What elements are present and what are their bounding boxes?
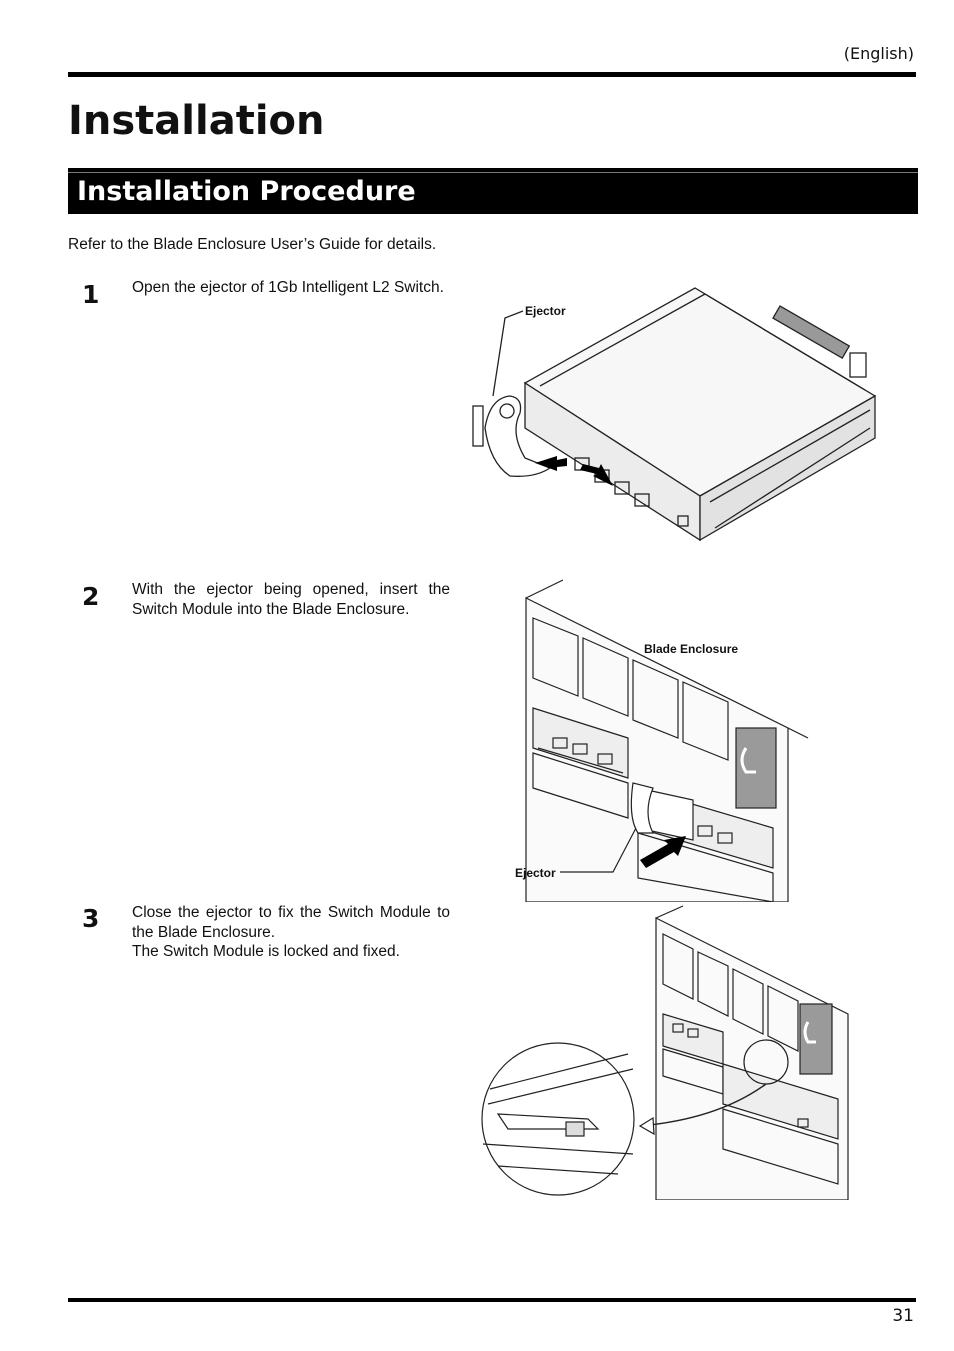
step-2-line: With the ejector being opened, insert th… bbox=[132, 581, 450, 618]
figure-ejector-closed bbox=[468, 904, 856, 1200]
section-header-line bbox=[68, 172, 918, 173]
step-1-number: 1 bbox=[82, 280, 100, 309]
switch-module-drawing bbox=[472, 287, 877, 542]
step-3-number: 3 bbox=[82, 904, 100, 933]
step-2-number: 2 bbox=[82, 582, 100, 611]
section-title: Installation Procedure bbox=[77, 176, 416, 207]
ejector-closed-drawing bbox=[481, 905, 849, 1200]
callout-blade-enclosure: Blade Enclosure bbox=[644, 642, 739, 656]
step-3-text: Close the ejector to fix the Switch Modu… bbox=[132, 903, 450, 962]
step-3-line-1: Close the ejector to fix the Switch Modu… bbox=[132, 904, 450, 941]
section-header-bar: Installation Procedure bbox=[68, 168, 918, 214]
header-rule bbox=[68, 72, 916, 77]
intro-text: Refer to the Blade Enclosure User’s Guid… bbox=[68, 236, 437, 253]
blade-enclosure-drawing bbox=[525, 579, 809, 902]
step-2-text: With the ejector being opened, insert th… bbox=[132, 580, 450, 619]
step-1-line: Open the ejector of 1Gb Intelligent L2 S… bbox=[132, 279, 444, 296]
step-1-text: Open the ejector of 1Gb Intelligent L2 S… bbox=[132, 278, 450, 298]
figure-switch-module: Ejector bbox=[465, 278, 880, 556]
language-label: (English) bbox=[843, 44, 914, 63]
step-3-line-2: The Switch Module is locked and fixed. bbox=[132, 943, 400, 960]
callout-ejector: Ejector bbox=[525, 304, 566, 318]
figure-blade-enclosure-insert: Blade Enclosure Ejector bbox=[508, 578, 820, 902]
footer-rule bbox=[68, 1298, 916, 1302]
page-number: 31 bbox=[892, 1306, 914, 1326]
page-title: Installation bbox=[68, 98, 325, 144]
callout-ejector-2: Ejector bbox=[515, 866, 556, 880]
